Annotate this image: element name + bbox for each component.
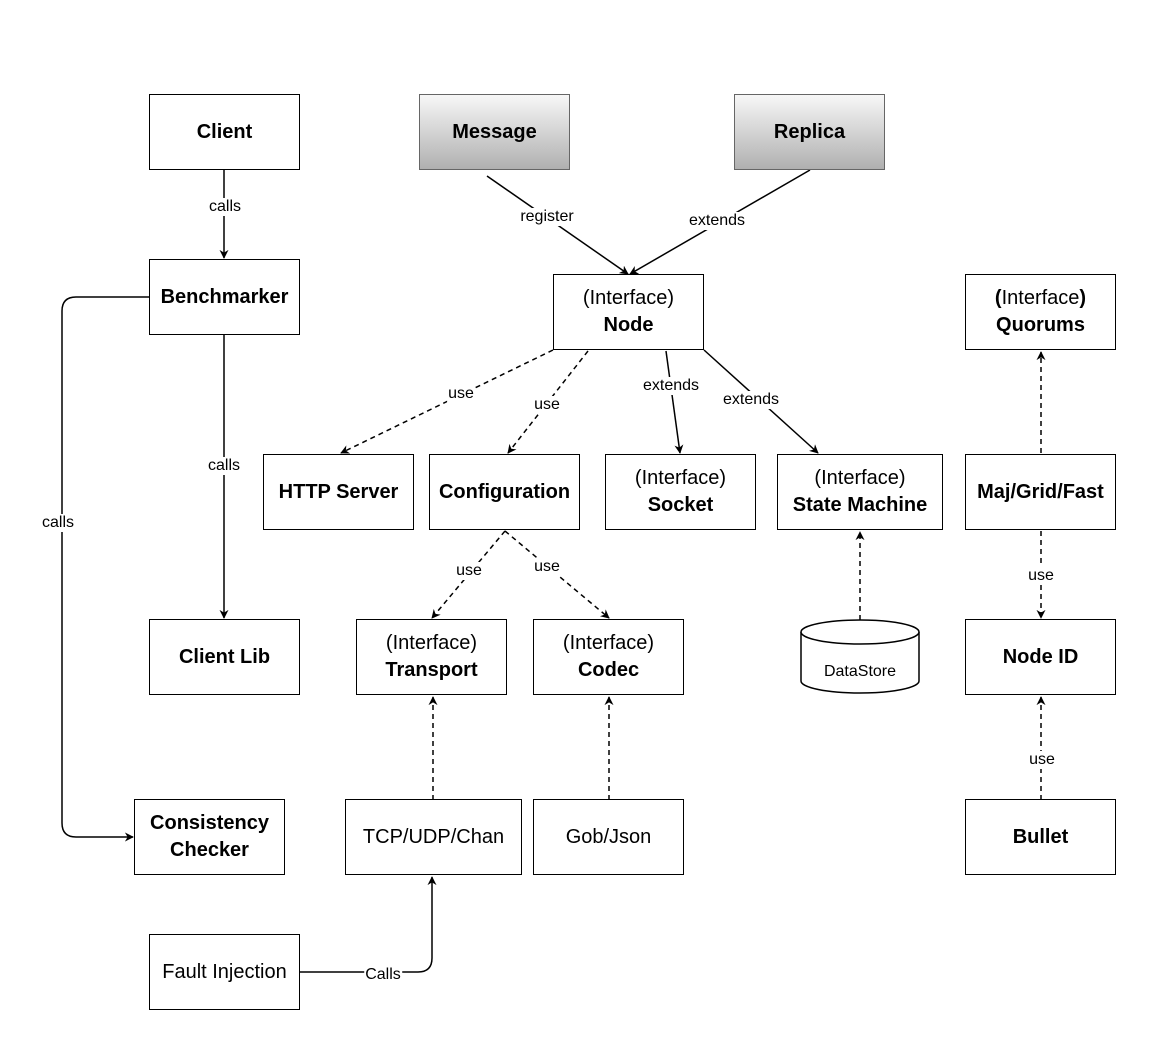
transport-label: Transport (385, 659, 478, 681)
maj-grid-fast-label: Maj/Grid/Fast (977, 480, 1104, 503)
edge-label-benchmarker-clientlib: calls (206, 457, 242, 475)
consistency-checker-box: Consistency Checker (134, 799, 285, 875)
node-prefix: (Interface) (582, 287, 675, 309)
tcp-udp-chan-label: TCP/UDP/Chan (362, 825, 505, 848)
gob-json-label: Gob/Json (565, 825, 652, 848)
quorums-interface-word: Interface (1001, 287, 1080, 309)
edge-label-message-node: register (519, 208, 575, 226)
consistency-checker-line1: Consistency (150, 812, 269, 834)
datastore-cylinder: DataStore (800, 619, 920, 694)
transport-interface-box: (Interface) Transport (356, 619, 507, 695)
edge-node-socket (665, 350, 684, 454)
node-label: Node (603, 314, 654, 336)
quorums-close-paren: ) (1079, 287, 1087, 309)
edge-label-node-statemachine: extends (721, 391, 781, 409)
configuration-box: Configuration (429, 454, 580, 530)
consistency-checker-line2: Checker (170, 839, 249, 861)
benchmarker-box: Benchmarker (149, 259, 300, 335)
replica-box: Replica (734, 94, 885, 170)
client-lib-label: Client Lib (178, 645, 271, 668)
client-box: Client (149, 94, 300, 170)
configuration-label: Configuration (438, 480, 571, 503)
client-lib-box: Client Lib (149, 619, 300, 695)
edge-label-majgrid-nodeid: use (1027, 567, 1055, 585)
socket-interface-box: (Interface) Socket (605, 454, 756, 530)
message-label: Message (452, 120, 537, 143)
socket-label: Socket (647, 494, 714, 516)
edge-label-node-config: use (533, 396, 561, 414)
edge-label-config-codec: use (533, 558, 561, 576)
state-machine-interface-box: (Interface) State Machine (777, 454, 943, 530)
codec-prefix: (Interface) (562, 632, 655, 654)
quorums-label: Quorums (996, 314, 1085, 336)
edge-label-config-transport: use (455, 562, 483, 580)
gob-json-box: Gob/Json (533, 799, 684, 875)
edge-label-replica-node: extends (687, 212, 747, 230)
tcp-udp-chan-box: TCP/UDP/Chan (345, 799, 522, 875)
fault-injection-box: Fault Injection (149, 934, 300, 1010)
fault-injection-label: Fault Injection (162, 960, 287, 983)
edge-label-fault-tcp: Calls (364, 966, 402, 984)
node-id-label: Node ID (1002, 645, 1079, 668)
node-id-box: Node ID (965, 619, 1116, 695)
benchmarker-label: Benchmarker (160, 285, 289, 308)
message-box: Message (419, 94, 570, 170)
edge-label-bullet-nodeid: use (1028, 751, 1056, 769)
edge-node-http (340, 349, 554, 454)
edge-label-node-http: use (447, 385, 475, 403)
codec-interface-box: (Interface) Codec (533, 619, 684, 695)
quorums-interface-box: (Interface) Quorums (965, 274, 1116, 350)
edge-fault-tcp (300, 876, 437, 973)
state-machine-label: State Machine (792, 494, 928, 516)
node-interface-box: (Interface) Node (553, 274, 704, 350)
quorums-open-paren: ( (994, 287, 1002, 309)
edge-label-node-socket: extends (641, 377, 701, 395)
edge-label-benchmarker-consistency: calls (40, 514, 76, 532)
edge-label-client-benchmarker: calls (207, 198, 243, 216)
client-label: Client (196, 120, 253, 143)
state-machine-prefix: (Interface) (814, 467, 906, 489)
quorums-prefix: (Interface) (995, 285, 1086, 312)
http-server-box: HTTP Server (263, 454, 414, 530)
codec-label: Codec (577, 659, 640, 681)
bullet-label: Bullet (1012, 825, 1069, 848)
transport-prefix: (Interface) (385, 632, 478, 654)
http-server-label: HTTP Server (278, 480, 399, 503)
replica-label: Replica (773, 120, 846, 143)
socket-prefix: (Interface) (634, 467, 727, 489)
bullet-box: Bullet (965, 799, 1116, 875)
datastore-label: DataStore (824, 663, 896, 680)
maj-grid-fast-box: Maj/Grid/Fast (965, 454, 1116, 530)
edge-benchmarker-consistency (61, 296, 150, 842)
